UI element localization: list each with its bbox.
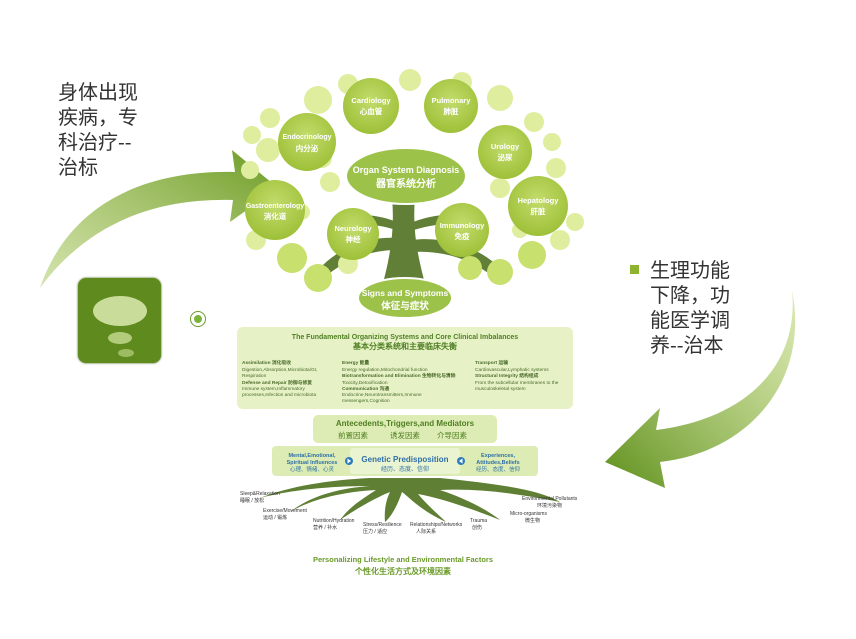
fundamental-col2-line: Energy 能量 [342,359,369,366]
signs-title-zh: 体征与症状 [381,300,429,312]
lifestyle-footer: Personalizing Lifestyle and Environmenta… [313,555,493,576]
signs-title-en: Signs and Symptoms [362,288,449,298]
organ-neurology-zh: 神经 [346,234,361,244]
organ-cardiology-label: Cardiology [351,96,391,105]
root-label-en: Environmental Pollutants [522,496,578,502]
fundamental-col1-line: Respiration [242,373,267,379]
root-label-zh: 营养 / 补水 [313,524,337,531]
genetic-left-en1: Mental,Emotional, [288,453,336,459]
fundamental-col2-line: Energy regulation,Mitochondrial function [342,367,428,373]
organ-hepatology-zh: 肝脏 [531,206,546,216]
root-label-en: Nutrition/Hydration [313,518,355,524]
fundamental-col1-line: Digestion,Absorption,Microbiota/GI, [242,367,317,373]
root-labels: Sleep&Relaxation 睡眠 / 放松 Exercise/Moveme… [240,491,578,535]
tree-roots [260,478,560,522]
genetic-center-en: Genetic Predisposition [361,455,448,464]
organ-bubbles: Cardiology 心血管 Pulmonary 肺脏 Endocrinolog… [245,78,568,260]
diagnosis-title-zh: 器官系统分析 [375,177,436,190]
signs-symptoms-node: Signs and Symptoms 体征与症状 [357,277,453,319]
genetic-left-zh: 心理、情绪、心灵 [290,465,335,473]
organ-system-diagnosis-node: Organ System Diagnosis 器官系统分析 [345,147,467,205]
fundamental-col1-line: processes,Infection and microbiota [242,392,316,398]
organ-pulmonary-label: Pulmonary [432,96,472,105]
genetic-center-zh: 经历、态度、信仰 [381,465,429,473]
footer-title-zh: 个性化生活方式及环境因素 [354,566,451,576]
root-label-zh: 环境污染物 [537,502,562,509]
organ-gastroenterology-label: Gastroenterology [246,203,304,210]
fundamental-systems-panel: The Fundamental Organizing Systems and C… [237,327,573,409]
thought-bubble-icon [78,278,161,363]
organ-hepatology-label: Hepatology [518,196,560,205]
organ-endocrinology-label: Endocrinology [283,134,332,141]
genetic-right-en2: Attitudes,Beliefs [476,460,519,466]
root-label-zh: 人际关系 [416,528,436,535]
genetic-panel: Mental,Emotional, Spiritual Influences 心… [272,446,538,476]
diagnosis-title-en: Organ System Diagnosis [353,165,460,175]
fundamental-col2-line: messengers,Cognition [342,398,390,404]
fundamental-title-zh: 基本分类系统和主要临床失衡 [352,341,457,351]
fundamental-col3-line: Structural Integrity 结构组成 [475,372,539,379]
right-curved-arrow [605,290,796,488]
organ-cardiology-zh: 心血管 [360,106,383,116]
genetic-right-en1: Experiences, [481,453,515,459]
organ-endocrinology-zh: 内分泌 [296,143,319,153]
organ-urology-zh: 泌尿 [498,152,513,162]
antecedents-zh-1: 诱发因素 [390,430,420,440]
left-annotation: 身体出现 疾病，专 科治疗-- 治标 [58,80,138,179]
root-label-en: Micro-organisms [510,511,547,517]
organ-pulmonary-zh: 肺脏 [444,106,459,116]
organ-gastroenterology-zh: 消化道 [264,211,287,221]
right-annotation: 生理功能 下降，功 能医学调 养--治本 [650,258,730,357]
organ-immunology-label: Immunology [440,221,485,230]
organ-neurology-label: Neurology [334,224,372,233]
fundamental-col3-line: Transport 运输 [475,359,508,366]
root-label-zh: 微生物 [525,517,540,524]
fundamental-col1-line: Assimilation 消化吸收 [242,359,291,366]
organ-immunology-zh: 免疫 [455,231,470,241]
root-label-en: Exercise/Movement [263,508,308,514]
fundamental-col3-line: From the subcellular membranes to the [475,380,559,386]
fundamental-col2-line: Endocrine,Neurotransmitters,Immune [342,392,422,398]
root-label-en: Relationships/Networks [410,522,463,528]
organ-urology-label: Urology [491,142,520,151]
fundamental-col2-line: Toxicity,Detoxification [342,380,388,386]
fundamental-col2-line: Communication 沟通 [342,385,389,392]
root-label-zh: 运动 / 锻炼 [263,514,287,521]
antecedents-zh-0: 前置因素 [338,430,368,440]
genetic-left-en2: Spiritual Influences [287,460,338,466]
fundamental-col1-line: Defense and Repair 防御与修复 [242,379,312,386]
antecedents-title: Antecedents,Triggers,and Mediators [336,419,475,428]
fundamental-col3-line: musculoskeletal system [475,386,526,392]
genetic-right-zh: 经历、态度、信仰 [476,465,521,473]
root-label-en: Stress/Resilience [363,522,402,528]
root-label-zh: 睡眠 / 放松 [240,497,264,504]
connector-dot-icon [190,311,206,327]
left-curved-arrow [40,150,278,288]
antecedents-zh-2: 介导因素 [437,430,467,440]
fundamental-col3-line: Cardiovascular,Lymphatic systems [475,367,549,373]
fundamental-title-en: The Fundamental Organizing Systems and C… [292,334,518,341]
fundamental-col2-line: Biotransformation and Elimination 生物转化与清… [342,372,456,379]
root-label-en: Trauma [470,518,487,524]
root-label-en: Sleep&Relaxation [240,491,280,497]
fundamental-col1-line: Immune system,Inflammatory [242,386,306,392]
root-label-zh: 创伤 [472,524,482,531]
footer-title-en: Personalizing Lifestyle and Environmenta… [313,555,493,564]
bullet-square-icon [630,265,639,274]
antecedents-panel: Antecedents,Triggers,and Mediators 前置因素 … [313,415,497,443]
root-label-zh: 压力 / 适应 [363,528,387,535]
